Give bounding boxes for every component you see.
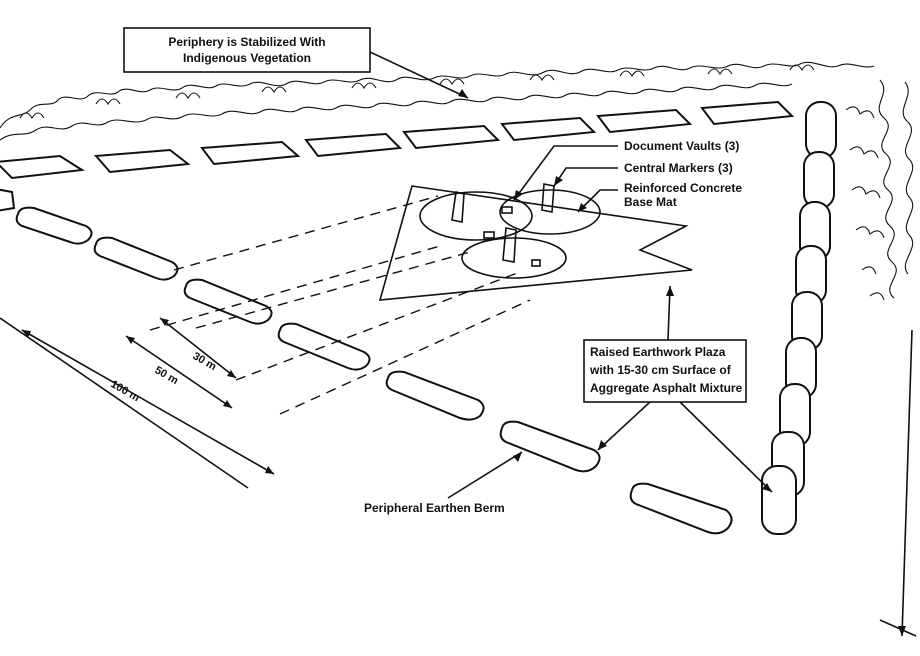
right-vertical-dimension (879, 329, 917, 637)
dimension-label-100m: 100 m (109, 378, 142, 404)
callout-plaza-line3: Aggregate Asphalt Mixture (590, 381, 743, 395)
callout-plaza: Raised Earthwork Plaza with 15-30 cm Sur… (583, 285, 773, 493)
callout-berm-label: Peripheral Earthen Berm (364, 501, 505, 515)
dimension-label-30m: 30 m (191, 350, 219, 373)
central-plaza (378, 183, 693, 301)
vegetation-top (0, 61, 875, 141)
berm-column-right (761, 101, 837, 535)
callout-plaza-line1: Raised Earthwork Plaza (590, 345, 726, 359)
vegetation-right (845, 79, 914, 301)
berm-row-top (0, 100, 795, 180)
dimension-label-50m: 50 m (153, 364, 181, 387)
callout-periphery-line2: Indigenous Vegetation (183, 51, 311, 65)
callout-berm: Peripheral Earthen Berm (364, 451, 523, 515)
callout-document-vaults: Document Vaults (3) (624, 139, 739, 153)
dimension-lines (0, 317, 275, 489)
callout-central-markers: Central Markers (3) (624, 161, 733, 175)
dimension-extension-lines (149, 195, 531, 415)
callout-site-components: Document Vaults (3) Central Markers (3) … (513, 139, 742, 213)
callout-base-mat-line1: Reinforced Concrete (624, 181, 742, 195)
callout-periphery-line1: Periphery is Stabilized With (168, 35, 325, 49)
callout-base-mat-line2: Base Mat (624, 195, 677, 209)
callout-periphery: Periphery is Stabilized With Indigenous … (123, 27, 469, 99)
callout-plaza-line2: with 15-30 cm Surface of (589, 363, 732, 377)
